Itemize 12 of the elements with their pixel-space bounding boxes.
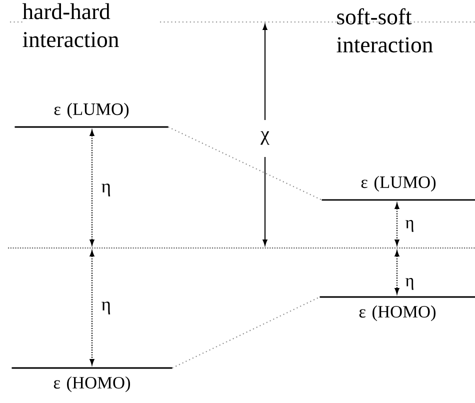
correlation-line xyxy=(168,126,322,200)
energy-level: ε (LUMO) xyxy=(14,102,168,128)
energy-level: ε (HOMO) xyxy=(320,296,475,322)
symbol-label: η xyxy=(102,184,110,196)
heading: hard-hard interaction xyxy=(22,3,119,48)
heading: soft-soft interaction xyxy=(336,8,433,52)
symbol-label: χ xyxy=(260,131,270,145)
symbol-label: η xyxy=(406,220,414,232)
correlation-line xyxy=(172,296,320,368)
energy-level: ε (LUMO) xyxy=(322,176,475,201)
symbol-label: η xyxy=(102,302,110,314)
energy-level: ε (HOMO) xyxy=(12,367,172,392)
